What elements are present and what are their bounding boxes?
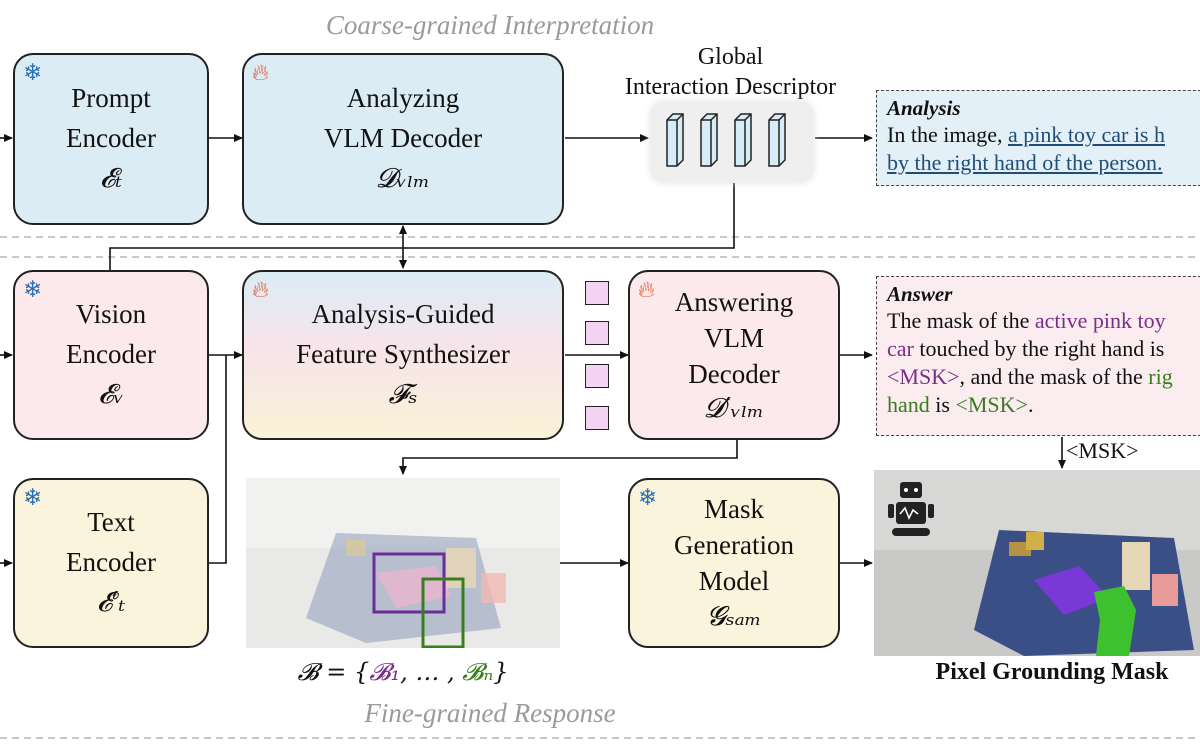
descriptor-line-2: Interaction Descriptor: [624, 74, 837, 100]
arrow-vision-to-analyzing: [109, 225, 407, 270]
answer-text: is: [929, 392, 956, 417]
mask-generation-line-3: Model: [698, 566, 770, 596]
mask-generation-box: ❄ Mask Generation Model 𝓖ₛₐₘ: [628, 478, 840, 648]
answer-line-2: car touched by the right hand is: [887, 335, 1195, 363]
arrow-answering-to-bbox: [399, 440, 738, 475]
feature-synthesizer-symbol: 𝓕ₛ: [388, 379, 418, 410]
purple-mask: [1034, 566, 1109, 615]
bbox-formula-rhs: }: [493, 658, 509, 686]
descriptor-line-1: Global: [697, 44, 764, 70]
text-encoder-symbol: 𝓔′ₜ: [96, 587, 126, 618]
analyzing-decoder-line-1: Analyzing: [346, 83, 460, 113]
output-caption: Pixel Grounding Mask: [935, 659, 1169, 685]
snowflake-icon: ❄: [23, 277, 43, 302]
snowflake-icon: ❄: [23, 60, 43, 85]
answer-heading: Answer: [887, 282, 953, 306]
green-mask: [1094, 586, 1136, 656]
answer-green-text: hand: [887, 392, 930, 417]
mask-generation-line-2: Generation: [674, 530, 794, 560]
answer-line-4: hand is <MSK>.: [887, 391, 1195, 419]
arrow-text-to-synth: [208, 355, 227, 564]
descriptor-token-stack: [666, 113, 786, 167]
answer-text: .: [1027, 392, 1034, 417]
robot-icon: [888, 482, 934, 536]
output-scene: [874, 470, 1200, 656]
fire-icon: 🔥︎: [638, 277, 655, 302]
answer-line-3: <MSK>, and the mask of the rig: [887, 363, 1195, 391]
analyzing-decoder-box: 🔥︎ Analyzing VLM Decoder 𝓓ᵥₗₘ: [242, 53, 564, 225]
feature-token-2: [585, 321, 609, 345]
prompt-encoder-line-1: Prompt: [71, 83, 151, 113]
analysis-textbox: Analysis In the image, a pink toy car is…: [876, 90, 1200, 186]
bbox-green: [421, 577, 465, 648]
answer-purple-text: active pink toy: [1034, 308, 1166, 333]
msk-label: <MSK>: [1066, 438, 1139, 463]
bbox-scene: [246, 478, 560, 648]
snowflake-icon: ❄: [23, 485, 43, 510]
answer-green-text: rig: [1148, 364, 1173, 389]
descriptor-label: Global Interaction Descriptor: [598, 42, 863, 102]
bbox-formula-mid: , … ,: [400, 658, 463, 686]
answer-msk-green: <MSK>: [955, 392, 1028, 417]
answer-line-1: The mask of the active pink toy: [887, 307, 1195, 335]
answering-decoder-line-2: VLM: [704, 323, 764, 353]
fire-icon: 🔥︎: [252, 60, 269, 85]
text-encoder-box: ❄ Text Encoder 𝓔′ₜ: [13, 478, 209, 648]
answering-decoder-line-1: Answering: [674, 287, 794, 317]
text-encoder-line-2: Encoder: [66, 547, 156, 577]
answer-purple-text: car: [887, 336, 914, 361]
feature-token-1: [585, 281, 609, 305]
feature-token-3: [585, 364, 609, 388]
analysis-heading: Analysis: [887, 96, 961, 120]
descriptor-token-2: [700, 113, 718, 167]
vision-encoder-symbol: 𝓔ᵥ: [98, 379, 124, 410]
answering-decoder-symbol: 𝓓′ᵥₗₘ: [703, 393, 764, 424]
vision-encoder-box: ❄ Vision Encoder 𝓔ᵥ: [13, 270, 209, 440]
vision-encoder-line-1: Vision: [75, 299, 147, 329]
bbox-formula-bn: 𝓑ₙ: [462, 658, 494, 686]
arrow-descriptor-to-synth: [399, 183, 735, 269]
mask-generation-line-1: Mask: [704, 494, 764, 524]
fine-section-title: Fine-grained Response: [364, 698, 616, 728]
answer-textbox: Answer The mask of the active pink toy c…: [876, 276, 1200, 436]
analysis-prefix: In the image,: [887, 122, 1008, 147]
answering-decoder-box: 🔥︎ Answering VLM Decoder 𝓓′ᵥₗₘ: [628, 270, 840, 440]
analyzing-decoder-symbol: 𝓓ᵥₗₘ: [376, 163, 430, 194]
answer-msk-purple: <MSK>: [887, 364, 960, 389]
feature-synthesizer-box: 🔥︎ Analysis-Guided Feature Synthesizer 𝓕…: [242, 270, 564, 440]
text-encoder-line-1: Text: [87, 507, 135, 537]
bbox-formula-lhs: 𝓑 = {: [297, 658, 370, 686]
feature-synthesizer-line-2: Feature Synthesizer: [296, 339, 510, 369]
prompt-encoder-box: ❄ Prompt Encoder 𝓔ₜ: [13, 53, 209, 225]
descriptor-token-1: [666, 113, 684, 167]
analysis-line-2: by the right hand of the person.: [887, 149, 1195, 177]
descriptor-token-4: [768, 113, 786, 167]
prompt-encoder-symbol: 𝓔ₜ: [99, 163, 123, 194]
analysis-highlight-2: by the right hand of the person.: [887, 150, 1163, 175]
descriptor-tokens: [651, 102, 813, 182]
feature-synthesizer-line-1: Analysis-Guided: [311, 299, 495, 329]
analysis-highlight-1: a pink toy car is h: [1007, 122, 1165, 147]
prompt-encoder-line-2: Encoder: [66, 123, 156, 153]
bbox-purple: [372, 552, 446, 614]
snowflake-icon: ❄: [638, 485, 658, 510]
analysis-line-1: In the image, a pink toy car is h: [887, 121, 1195, 149]
output-mask-image: [874, 470, 1200, 656]
feature-token-4: [585, 406, 609, 430]
answer-text: , and the mask of the: [959, 364, 1149, 389]
coarse-section-title: Coarse-grained Interpretation: [325, 10, 655, 40]
vision-encoder-line-2: Encoder: [66, 339, 156, 369]
bbox-image: [246, 478, 560, 648]
answer-text: touched by the right hand is: [913, 336, 1165, 361]
bbox-formula-b1: 𝓑₁: [369, 658, 401, 686]
analyzing-decoder-line-2: VLM Decoder: [323, 123, 483, 153]
answering-decoder-line-3: Decoder: [688, 359, 780, 389]
mask-generation-symbol: 𝓖ₛₐₘ: [706, 601, 762, 632]
bbox-formula: 𝓑 = {𝓑₁, … , 𝓑ₙ}: [258, 657, 548, 687]
fire-icon: 🔥︎: [252, 277, 269, 302]
descriptor-token-3: [734, 113, 752, 167]
answer-text: The mask of the: [887, 308, 1035, 333]
